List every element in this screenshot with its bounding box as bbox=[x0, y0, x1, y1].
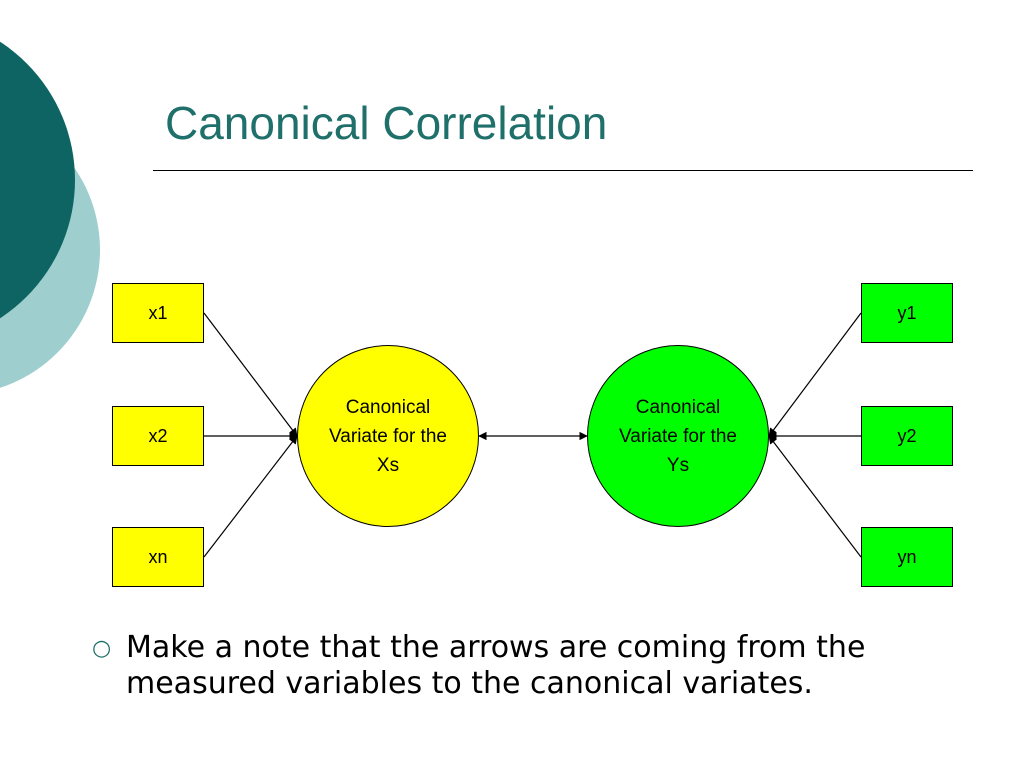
hollow-circle-bullet-icon: ○ bbox=[92, 636, 112, 661]
y-variate-label: Canonical Variate for the Ys bbox=[619, 396, 737, 476]
y1-box: y1 bbox=[861, 283, 953, 343]
xn-box: xn bbox=[112, 527, 204, 587]
x1-box: x1 bbox=[112, 283, 204, 343]
x-canonical-variate: Canonical Variate for the Xs bbox=[297, 345, 479, 527]
yn-box: yn bbox=[861, 527, 953, 587]
x-variate-label: Canonical Variate for the Xs bbox=[329, 396, 447, 476]
y-canonical-variate: Canonical Variate for the Ys bbox=[587, 345, 769, 527]
x2-box: x2 bbox=[112, 406, 204, 466]
dark-teal-circle bbox=[0, 41, 75, 319]
arrow-y1-to-y-variate bbox=[768, 312, 862, 437]
arrow-yn-to-y-variate bbox=[768, 435, 862, 558]
title-divider bbox=[153, 170, 973, 171]
y2-box: y2 bbox=[861, 406, 953, 466]
slide-title: Canonical Correlation bbox=[165, 97, 608, 149]
arrow-xn-to-x-variate bbox=[203, 435, 298, 558]
bullet-text: Make a note that the arrows are coming f… bbox=[126, 630, 866, 701]
arrow-x1-to-x-variate bbox=[203, 312, 298, 437]
bullet-item: ○ Make a note that the arrows are coming… bbox=[92, 630, 972, 702]
